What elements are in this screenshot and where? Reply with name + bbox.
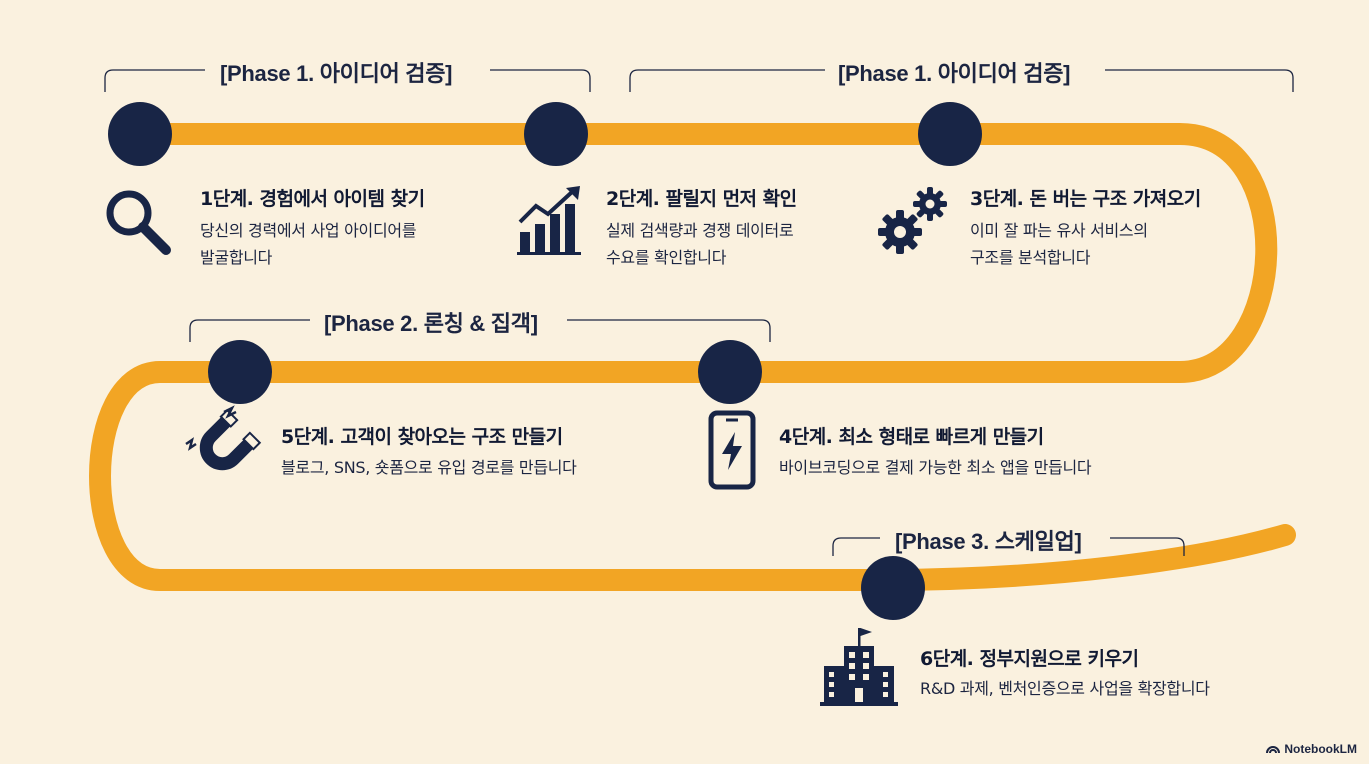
notebooklm-brand: NotebookLM [1266, 742, 1357, 756]
chart-growth-icon [517, 186, 581, 255]
building-icon [820, 628, 898, 706]
step-5-desc: 블로그, SNS, 숏폼으로 유입 경로를 만듭니다 [281, 458, 577, 477]
step-1-desc: 당신의 경력에서 사업 아이디어를 발굴합니다 [200, 221, 417, 267]
phase-label-2: [Phase 2. 론칭 & 집객] [324, 311, 538, 336]
search-icon [106, 190, 171, 255]
node-step-4 [698, 340, 762, 404]
node-step-6 [861, 556, 925, 620]
step-2-title: 2단계. 팔릴지 먼저 확인 [606, 188, 797, 210]
notebooklm-logo-icon [1266, 746, 1281, 754]
phase-label-3: [Phase 3. 스케일업] [895, 529, 1082, 554]
phase-brackets [104, 69, 1294, 556]
step-4-desc: 바이브코딩으로 결제 가능한 최소 앱을 만듭니다 [779, 458, 1092, 477]
step-6-title: 6단계. 정부지원으로 키우기 [920, 648, 1139, 670]
magnet-icon [185, 405, 262, 471]
step-3-desc: 이미 잘 파는 유사 서비스의 구조를 분석합니다 [970, 221, 1148, 267]
step-4-title: 4단계. 최소 형태로 빠르게 만들기 [779, 426, 1044, 448]
node-step-2 [524, 102, 588, 166]
step-5-title: 5단계. 고객이 찾아오는 구조 만들기 [281, 426, 563, 448]
step-1-title: 1단계. 경험에서 아이템 찾기 [200, 188, 425, 210]
phase-label-1b: [Phase 1. 아이디어 검증] [838, 61, 1071, 86]
node-step-5 [208, 340, 272, 404]
brand-label: NotebookLM [1284, 742, 1357, 756]
step-3-title: 3단계. 돈 버는 구조 가져오기 [970, 188, 1201, 210]
step-nodes [108, 102, 982, 620]
step-6-desc: R&D 과제, 벤처인증으로 사업을 확장합니다 [920, 679, 1210, 698]
smartphone-icon [708, 410, 756, 490]
roadmap-path [89, 123, 1296, 591]
phase-label-1: [Phase 1. 아이디어 검증] [220, 61, 453, 86]
step-2-desc: 실제 검색량과 경쟁 데이터로 수요를 확인합니다 [606, 221, 794, 267]
node-step-1 [108, 102, 172, 166]
gears-icon [878, 187, 947, 254]
node-step-3 [918, 102, 982, 166]
